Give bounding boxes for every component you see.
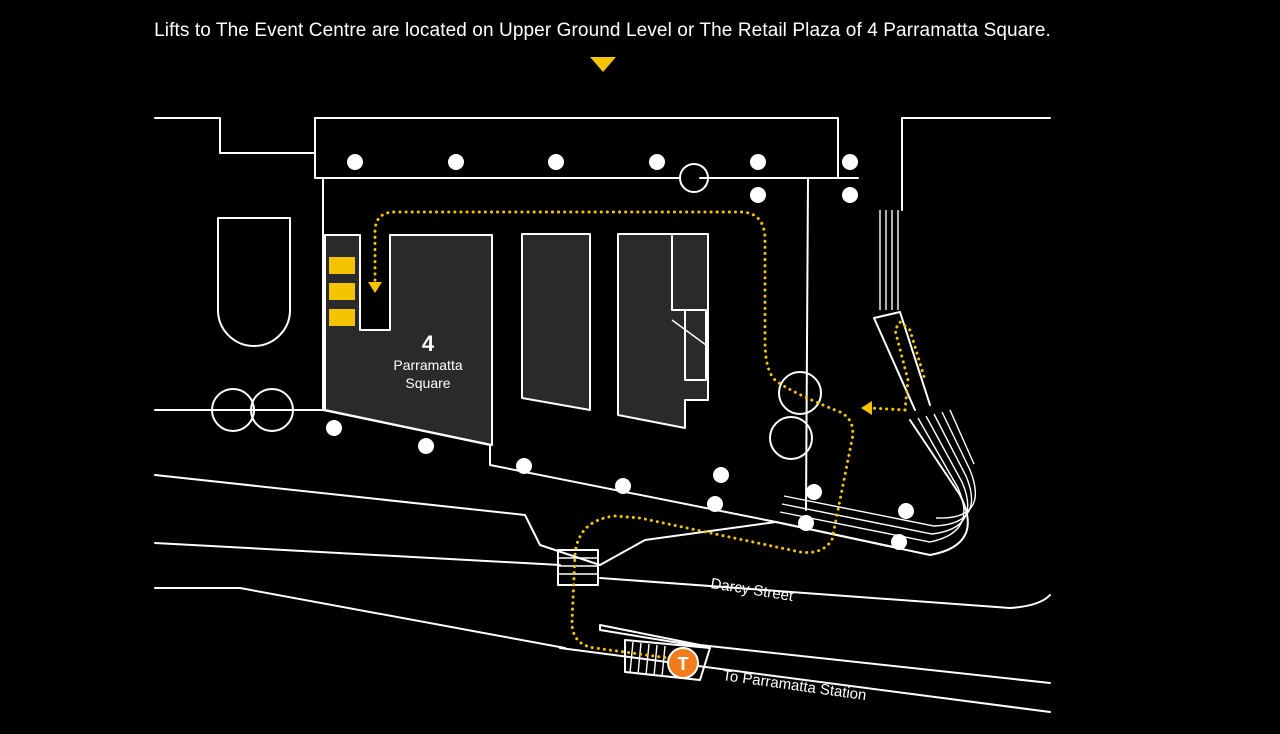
route-arrow — [368, 282, 382, 293]
curved-ramp — [775, 409, 977, 556]
round-structure — [679, 163, 709, 193]
street-label-darcy: Darcy Street — [709, 575, 795, 605]
route-arrow — [861, 401, 872, 415]
station-entrance — [624, 639, 711, 681]
western-arch-structure — [217, 217, 291, 347]
map-caption: Lifts to The Event Centre are located on… — [154, 20, 1051, 41]
route-to-lifts — [368, 210, 927, 662]
street-label-station: To Parramatta Station — [721, 667, 867, 704]
lifts — [329, 257, 355, 326]
building-block — [617, 233, 709, 429]
building-block — [521, 233, 591, 411]
round-structure — [769, 416, 813, 460]
pedestrian-crossing — [557, 549, 599, 586]
building-4-parramatta-square — [324, 234, 493, 446]
columns — [326, 154, 914, 550]
train-icon: T — [667, 647, 699, 679]
down-triangle-icon — [590, 57, 616, 72]
eastern-walkway — [873, 210, 931, 411]
train-icon-letter: T — [678, 654, 689, 674]
building-name-line1: Parramatta — [393, 357, 462, 373]
roads — [154, 474, 1051, 713]
building-number: 4 — [422, 331, 435, 356]
northern-boundary — [154, 117, 1051, 211]
building-name-line2: Square — [405, 375, 450, 391]
round-structure — [778, 371, 822, 415]
